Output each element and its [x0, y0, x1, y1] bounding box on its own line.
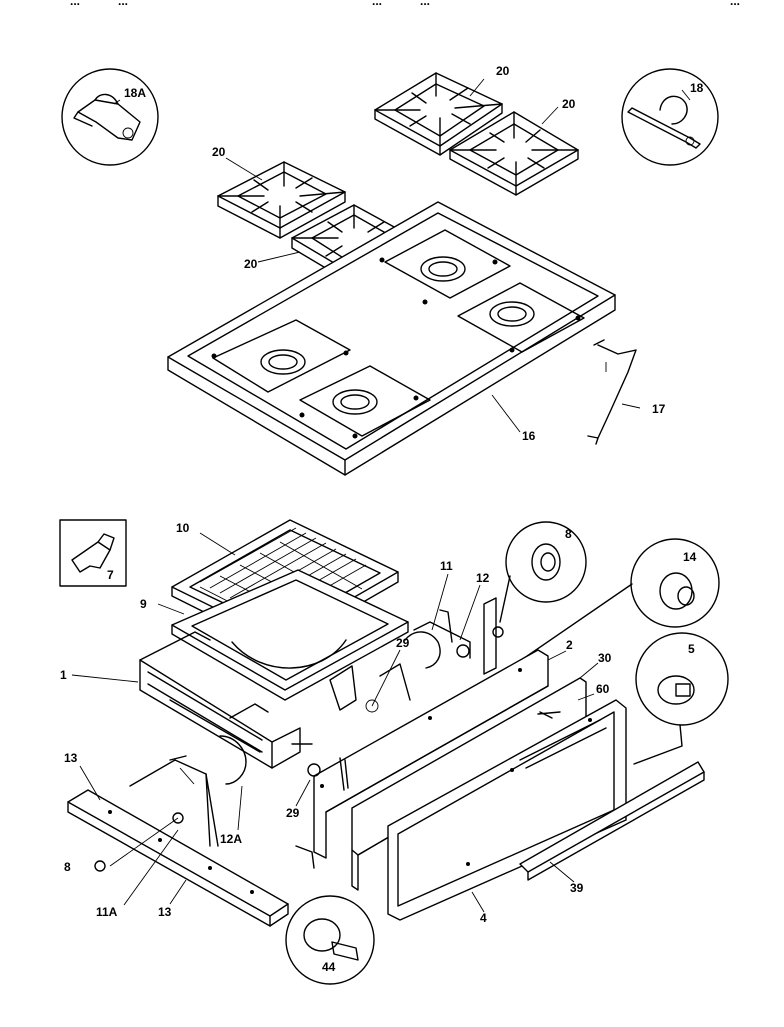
label-7: 7: [107, 568, 114, 582]
bottom-rail-13: [67, 735, 289, 927]
label-14: 14: [683, 550, 697, 564]
label-17: 17: [652, 402, 666, 416]
detail-circle-8: [499, 521, 587, 623]
detail-box-7: [59, 519, 127, 587]
label-18: 18: [690, 81, 704, 95]
label-44: 44: [322, 960, 336, 974]
grate-left-back: [217, 161, 346, 239]
label-4: 4: [480, 911, 487, 925]
label-12: 12: [476, 571, 490, 585]
header-fragment-4: ...: [420, 0, 430, 8]
label-13-bottom: 13: [158, 905, 172, 919]
cooktop: [167, 201, 616, 476]
label-18a: 18A: [124, 86, 146, 100]
detail-circle-5: [633, 632, 729, 765]
label-13-top: 13: [64, 751, 78, 765]
bracket-11-12: [413, 597, 497, 675]
header-fragment-2: ...: [118, 0, 128, 8]
header-fragment-5: ...: [730, 0, 740, 8]
detail-circle-18a: [61, 68, 159, 166]
label-9: 9: [140, 597, 147, 611]
grate-top-right: [449, 111, 579, 196]
trim-strip-39: [519, 761, 705, 881]
detail-circle-44: [285, 845, 375, 985]
part-labels: 20 20 20 20 18A 18 16 17 10 9 1 7 11 12 …: [60, 64, 704, 974]
header-fragment-1: ...: [70, 0, 80, 8]
label-29-top: 29: [396, 636, 410, 650]
header-fragment-3: ...: [372, 0, 382, 8]
label-8-top: 8: [565, 527, 572, 541]
rod-part-17: [587, 339, 637, 445]
lower-housing: [139, 631, 441, 769]
grill-pan: [171, 569, 409, 701]
label-2: 2: [566, 638, 573, 652]
label-12a: 12A: [220, 832, 242, 846]
label-8-bottom: 8: [64, 860, 71, 874]
label-20-d: 20: [244, 257, 258, 271]
label-20-c: 20: [212, 145, 226, 159]
nut-part-8-lower: [94, 860, 106, 872]
label-1: 1: [60, 668, 67, 682]
grate-top-left: [374, 72, 503, 156]
label-10: 10: [176, 521, 190, 535]
label-5: 5: [688, 642, 695, 656]
detail-circle-18: [621, 68, 719, 166]
label-20-b: 20: [562, 97, 576, 111]
label-16: 16: [522, 429, 536, 443]
label-11: 11: [440, 559, 453, 573]
label-30: 30: [598, 651, 612, 665]
manifold-panel: [169, 649, 549, 859]
label-60: 60: [596, 682, 610, 696]
nut-part-29: [307, 763, 321, 777]
label-20-a: 20: [496, 64, 510, 78]
front-panel-4: [387, 699, 627, 921]
label-39: 39: [570, 881, 584, 895]
nut-part-8: [492, 626, 504, 638]
label-11a: 11A: [96, 905, 118, 919]
header-fragments: ... ... ... ... ...: [70, 0, 740, 8]
label-29-bottom: 29: [286, 806, 300, 820]
leader-lines: [71, 78, 691, 913]
